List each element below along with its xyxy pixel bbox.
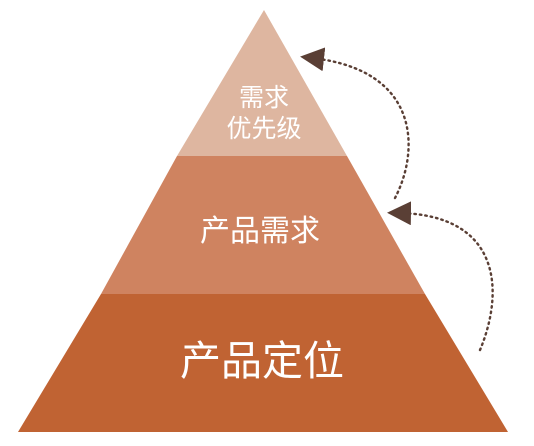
arrow-middle-to-top	[300, 47, 410, 200]
tier-top-label-line-2: 优先级	[226, 114, 301, 143]
arrow-bottom-to-middle	[387, 201, 494, 352]
pyramid-tier-middle	[101, 156, 425, 294]
tier-middle-label: 产品需求	[200, 214, 320, 249]
tier-top-label-line-1: 需求	[239, 83, 289, 112]
tier-bottom-label: 产品定位	[180, 337, 344, 385]
pyramid-tier-top	[177, 10, 347, 156]
pyramid-tier-bottom	[18, 294, 508, 432]
